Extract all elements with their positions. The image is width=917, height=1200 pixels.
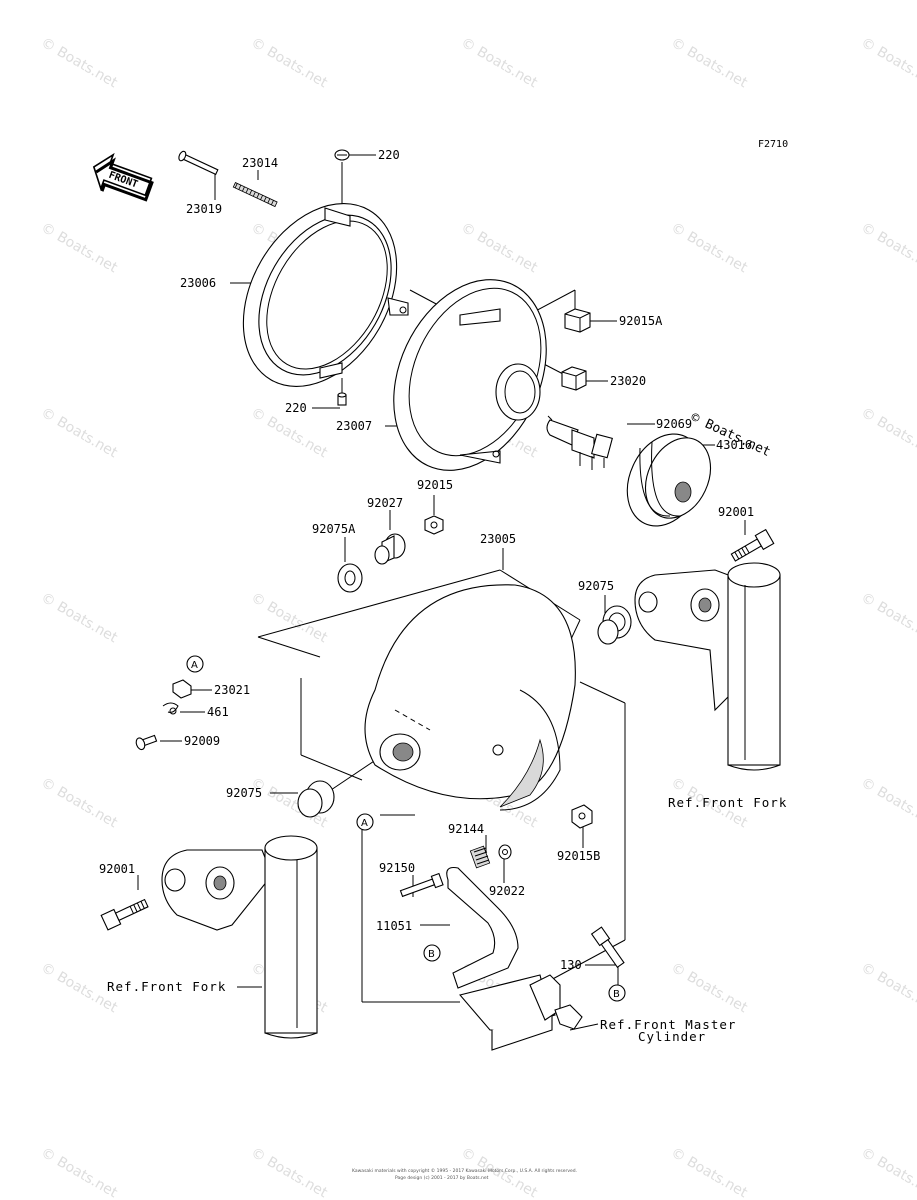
front-arrow-icon: FRONT xyxy=(92,152,154,202)
headlight-housing-23005-icon xyxy=(364,584,576,811)
grommet-92075-left-icon xyxy=(297,780,335,818)
nut-92015-icon xyxy=(424,515,444,535)
part-label-92027: 92027 xyxy=(367,496,403,510)
watermark: © Boats.net xyxy=(38,35,120,92)
right-fork-bracket-icon xyxy=(634,569,756,712)
part-label-92075-left: 92075 xyxy=(226,786,262,800)
part-number-labels: 23014 23019 220 23006 220 23007 92015A 2… xyxy=(99,148,787,1044)
watermark: © Boats.net xyxy=(858,405,917,462)
callout-a-bottom: A xyxy=(356,813,374,831)
part-label-220-top: 220 xyxy=(378,148,400,162)
bulb-92069-icon xyxy=(546,415,613,470)
callout-b-left: B xyxy=(423,944,441,962)
washer-92022-icon xyxy=(498,844,512,860)
callout-b-right: B xyxy=(608,984,626,1002)
watermark: © Boats.net xyxy=(458,220,540,277)
part-label-220-bottom: 220 xyxy=(285,401,307,415)
part-label-92015B: 92015B xyxy=(557,849,600,863)
nut-92015B-icon xyxy=(571,804,593,829)
footer-page-design: Page design (c) 2001 - 2017 by Boats.net xyxy=(395,1175,489,1181)
watermark: © Boats.net xyxy=(248,1145,330,1200)
part-label-23007: 23007 xyxy=(336,419,372,433)
clip-461-icon xyxy=(162,702,179,715)
left-fork-bracket-icon xyxy=(161,849,273,931)
watermark: © Boats.net xyxy=(858,960,917,1017)
part-label-92009: 92009 xyxy=(184,734,220,748)
bolt-130-icon xyxy=(590,926,625,969)
part-label-11051: 11051 xyxy=(376,919,412,933)
part-label-23019: 23019 xyxy=(186,202,222,216)
screw-92009-icon xyxy=(135,734,158,751)
screw-220-top-icon xyxy=(334,149,350,161)
callout-b-left-label: B xyxy=(428,949,435,960)
rim-ring-23006-icon xyxy=(242,203,409,387)
watermark: © Boats.net xyxy=(38,775,120,832)
spring-92144-icon xyxy=(469,845,491,869)
right-front-fork-tube-icon xyxy=(727,562,781,771)
collar-92027-icon xyxy=(374,533,406,565)
watermark: © Boats.net xyxy=(668,960,750,1017)
callout-b-right-label: B xyxy=(613,989,620,1000)
part-label-461: 461 xyxy=(207,705,229,719)
ref-label-front-fork-left: Ref.Front Fork xyxy=(107,979,226,994)
callout-a-top: A xyxy=(186,655,204,673)
watermark: © Boats.net xyxy=(668,1145,750,1200)
part-label-92022: 92022 xyxy=(489,884,525,898)
part-label-92144: 92144 xyxy=(448,822,484,836)
grommet-92075-right-icon xyxy=(597,605,632,645)
part-label-92069: 92069 xyxy=(656,417,692,431)
screw-23019-icon xyxy=(178,150,219,176)
bulb-cover-43016-icon xyxy=(626,433,712,527)
watermark: © Boats.net xyxy=(38,405,120,462)
watermark: © Boats.net xyxy=(858,35,917,92)
nut-23020-icon xyxy=(561,366,587,391)
bolt-92001-right-icon xyxy=(730,528,775,562)
watermark: © Boats.net xyxy=(38,220,120,277)
watermark: © Boats.net xyxy=(858,590,917,647)
ref-label-master-cylinder-line1: Ref.Front Master xyxy=(600,1017,736,1032)
watermark: © Boats.net xyxy=(858,220,917,277)
callout-a-bottom-label: A xyxy=(361,818,368,829)
callout-a-top-label: A xyxy=(191,660,198,671)
nut-92015A-icon xyxy=(564,308,591,333)
footer-copyright: Kawasaki materials with copyright © 1995… xyxy=(352,1167,577,1174)
screw-220-bottom-icon xyxy=(337,392,347,406)
ref-label-front-fork-right: Ref.Front Fork xyxy=(668,795,787,810)
part-label-92001-right: 92001 xyxy=(718,505,754,519)
part-label-92015A: 92015A xyxy=(619,314,663,328)
left-front-fork-tube-icon xyxy=(264,835,318,1039)
screw-92150-icon xyxy=(399,872,444,898)
bracket-11051-icon xyxy=(446,866,583,1051)
part-label-23006: 23006 xyxy=(180,276,216,290)
part-label-92150: 92150 xyxy=(379,861,415,875)
part-label-23021: 23021 xyxy=(214,683,250,697)
watermark: © Boats.net xyxy=(38,590,120,647)
bolt-92001-left-icon xyxy=(100,898,149,931)
part-label-92001-left: 92001 xyxy=(99,862,135,876)
watermark: © Boats.net xyxy=(248,35,330,92)
part-label-92075A: 92075A xyxy=(312,522,356,536)
spring-23014-icon xyxy=(232,182,278,208)
clip-23021-icon xyxy=(172,679,192,699)
watermark: © Boats.net xyxy=(668,35,750,92)
watermark: © Boats.net xyxy=(38,1145,120,1200)
grommet-92075A-icon xyxy=(337,563,363,593)
watermark: © Boats.net xyxy=(668,220,750,277)
watermark: © Boats.net xyxy=(458,35,540,92)
figure-code: F2710 xyxy=(758,139,788,150)
watermark: © Boats.net xyxy=(858,775,917,832)
ref-label-master-cylinder-line2: Cylinder xyxy=(638,1029,706,1044)
part-label-92015: 92015 xyxy=(417,478,453,492)
part-label-23014: 23014 xyxy=(242,156,278,170)
part-label-92075-right: 92075 xyxy=(578,579,614,593)
part-label-23005: 23005 xyxy=(480,532,516,546)
part-label-43016: 43016 xyxy=(716,438,752,452)
watermark: © Boats.net xyxy=(858,1145,917,1200)
part-label-23020: 23020 xyxy=(610,374,646,388)
headlight-rim-23007-icon xyxy=(393,279,547,471)
part-label-130: 130 xyxy=(560,958,582,972)
